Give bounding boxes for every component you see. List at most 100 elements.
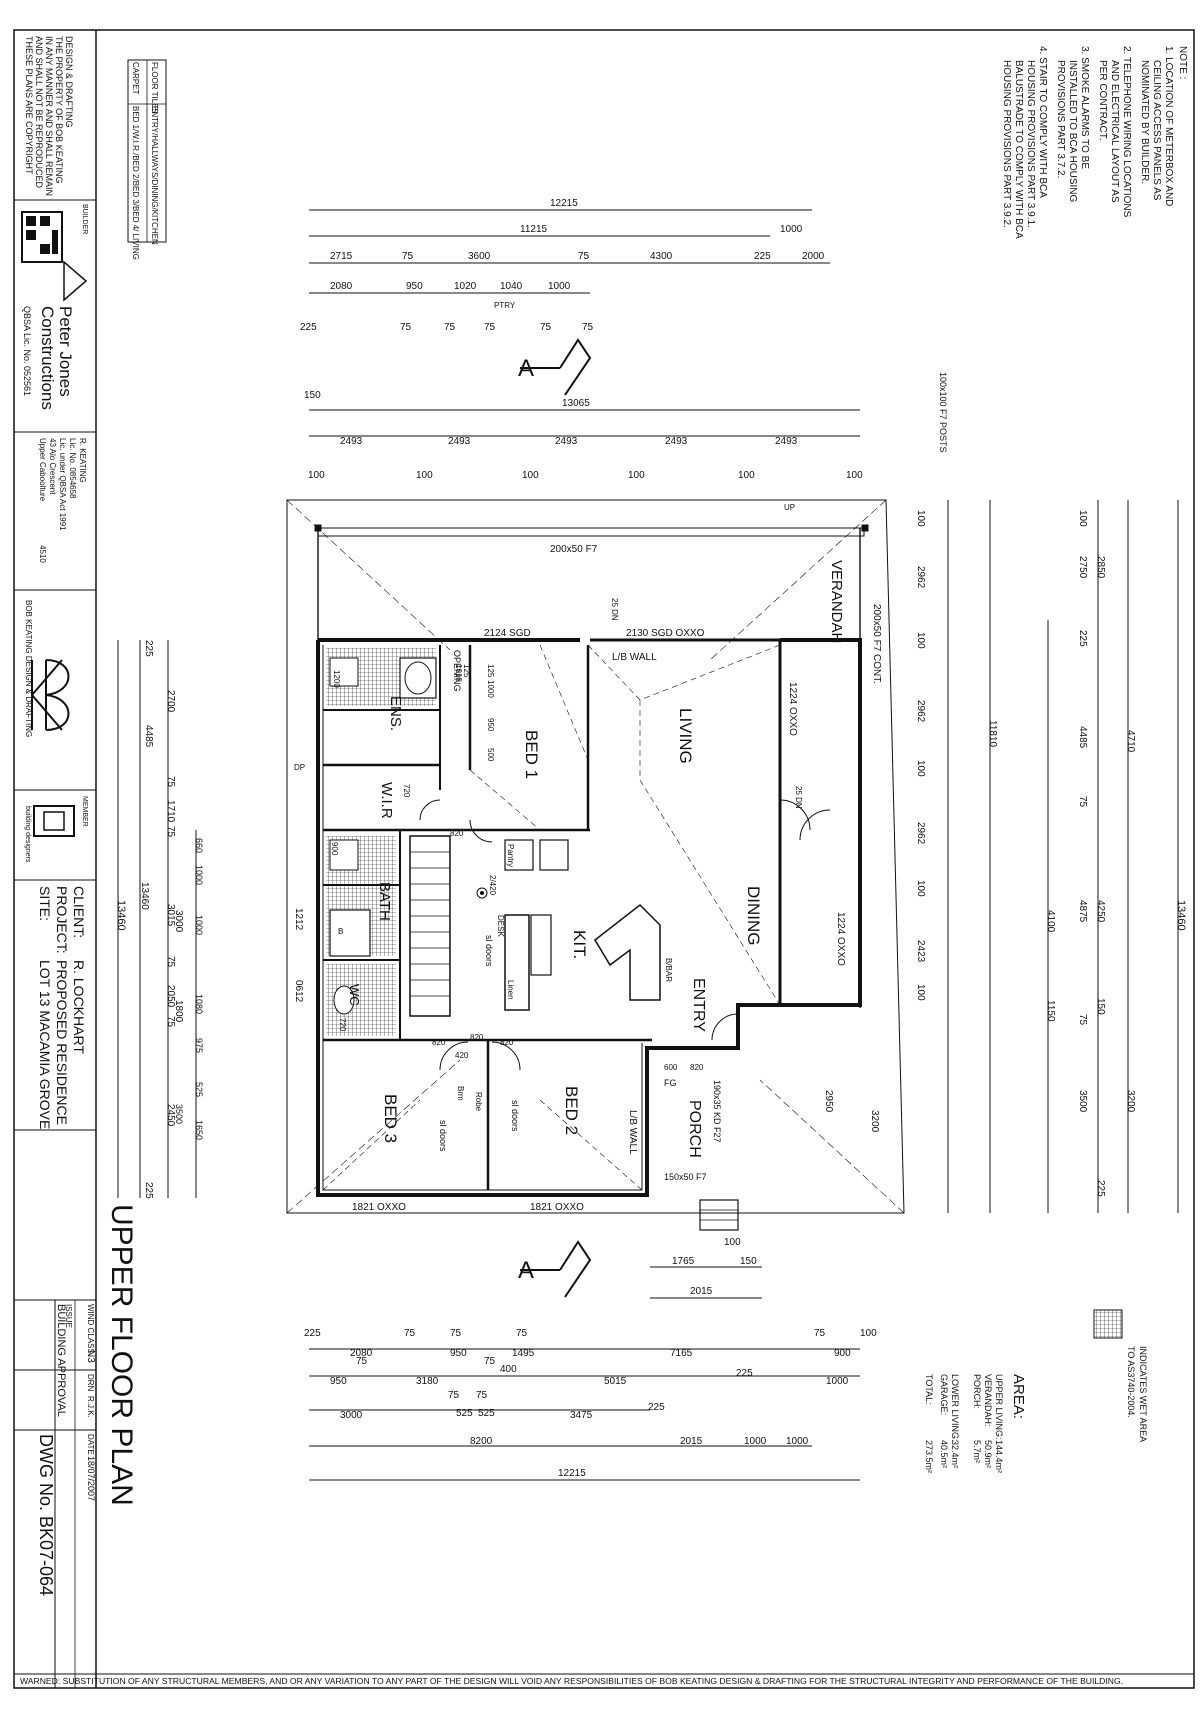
finish-value: BED 1/W.I.R./BED 2/BED 3/BED 4/ LIVING (131, 106, 140, 260)
area-row-label: UPPER LIVING: (994, 1374, 1004, 1440)
designer-name: R. KEATING (78, 438, 87, 483)
fridge (539, 839, 569, 871)
room-kitchen: KIT. (570, 930, 589, 959)
dimension-value: 150 (1095, 998, 1106, 1015)
copyright-block: THESE PLANS ARE COPYRIGHT AND SHALL NOT … (24, 36, 74, 196)
dimension-value: 4710 (1125, 730, 1136, 753)
area-row-label: GARAGE: (939, 1374, 949, 1415)
site-label: SITE: (37, 886, 53, 921)
dimension-value: 100 (915, 984, 926, 1001)
section-letter: A (518, 355, 534, 382)
copyright-line: IN ANY MANNER AND SHALL REMAIN (44, 36, 54, 196)
plan-dimension: 1000 (486, 680, 495, 698)
dimension-value: 13065 (562, 398, 590, 409)
dimension-value: PTRY (494, 301, 516, 310)
dimension-value: 13460 (139, 882, 150, 910)
label-sl-doors: sl doors (484, 935, 494, 967)
wind-class-label: WIND CLASS. (86, 1304, 95, 1356)
notes-line: PER CONTRACT. (1097, 60, 1108, 141)
dimension-value: 2080 (330, 281, 353, 292)
dimension-value: 75 (448, 1390, 460, 1401)
dimension-value: 2050 (165, 985, 176, 1008)
dimension-value: 1765 (672, 1256, 695, 1267)
builder-name: Constructions (38, 306, 57, 410)
label-window: 1224 OXXO (787, 682, 798, 736)
area-schedule: AREA: UPPER LIVING: 144.4m² VERANDAH: 50… (924, 1374, 1027, 1473)
builder-logo (21, 211, 88, 302)
plan-dimension: B (338, 927, 343, 936)
label-kd-beam: 190x35 KD F27 (712, 1080, 722, 1143)
dimension-value: 100 (915, 632, 926, 649)
area-row-label: LOWER LIVING: (950, 1374, 960, 1442)
plan-dimension: UP (784, 503, 795, 512)
dimension-value: 2493 (775, 436, 798, 447)
dimension-value: 100 (724, 1237, 741, 1248)
dimension-value: 100 (915, 880, 926, 897)
dimension-value: 3500 (174, 1104, 184, 1124)
dimension-value: 2750 (1077, 556, 1088, 579)
dimension-value: 2962 (915, 700, 926, 723)
notes-line: INSTALLED TO BCA HOUSING (1067, 60, 1078, 202)
dimension-value: 4485 (143, 725, 154, 748)
date-label: DATE (86, 1434, 95, 1455)
label-step-down: 25 DN (794, 786, 803, 809)
label-window: 1821 OXXO (530, 1202, 584, 1213)
dimension-value: 2015 (690, 1286, 713, 1297)
notes-line: AND ELECTRICAL LAYOUT AS (1109, 60, 1120, 203)
bath-shower (329, 839, 359, 871)
dimension-value: 75 (582, 322, 594, 333)
designer-licence: Lic. No. 0854658 (68, 438, 77, 499)
dimension-value: 525 (456, 1408, 473, 1419)
dimension-value: 11810 (987, 720, 998, 748)
plan-dimension: 950 (486, 718, 495, 732)
notes-line: NOMINATED BY BUILDER. (1139, 60, 1150, 184)
plan-dimension: 820 (690, 1063, 704, 1072)
room-verandah: VERANDAH (828, 560, 845, 643)
plan-dimension: 2/420 (488, 875, 497, 896)
dimension-value: 1710 (165, 800, 176, 823)
dimension-value: 2700 (165, 690, 176, 713)
plan-dimension: 125 (486, 664, 495, 678)
notes-block: NOTE :1. LOCATION OF METERBOX ANDCEILING… (1001, 46, 1188, 239)
area-row-value: 5.7m² (972, 1440, 982, 1463)
dimension-value: 0612 (293, 980, 304, 1003)
notes-line: PROVISIONS PART 3.7.2. (1055, 60, 1066, 178)
drawn-value: R.J.K. (86, 1396, 95, 1418)
dimension-value: 1150 (1045, 1000, 1056, 1022)
bath-tub (329, 909, 371, 957)
dimension-value: 1000 (786, 1436, 809, 1447)
dimension-value: 225 (143, 640, 154, 657)
dimension-value: 2000 (802, 251, 825, 262)
plan-dimension: 500 (486, 748, 495, 762)
dimension-value: 75 (400, 322, 412, 333)
dimension-value: 4485 (1077, 726, 1088, 749)
designer-postcode: 4510 (38, 545, 47, 563)
dimension-value: 150 (740, 1256, 757, 1267)
dimension-value: 1495 (512, 1348, 535, 1359)
label-fg: FG (664, 1078, 677, 1088)
wet-area-hatch-icon (1093, 1309, 1123, 1339)
plan-dimension: 720 (338, 1018, 347, 1032)
stair (409, 835, 451, 1017)
ensuite-shower (329, 657, 359, 687)
label-step-down: 25 DN (610, 598, 619, 621)
dimension-value: 400 (500, 1364, 517, 1375)
label-window: 1821 OXXO (352, 1202, 406, 1213)
dimension-value: 225 (300, 322, 317, 333)
dimension-value: 7165 (670, 1348, 693, 1359)
copyright-line: DESIGN & DRAFTING (64, 36, 74, 128)
finish-label: CARPET (131, 62, 140, 95)
builder-licence: QBSA Lic. No. 052561 (22, 306, 32, 396)
dimension-value: 75 (165, 826, 176, 838)
bk-logo (31, 659, 70, 731)
dimension-value: 225 (143, 1182, 154, 1199)
dimension-value: 1650 (194, 1120, 204, 1140)
dimension-value: 150 (304, 390, 321, 401)
site-value: LOT 13 MACAMIA GROVE (37, 960, 53, 1129)
room-bed-1: BED 1 (522, 730, 541, 779)
room-bed-3: BED 3 (381, 1094, 400, 1143)
label-posts: 100x100 F7 POSTS (938, 372, 948, 453)
dimension-value: 2715 (330, 251, 353, 262)
dimension-value: 11215 (520, 224, 548, 235)
toilet (333, 985, 355, 1015)
